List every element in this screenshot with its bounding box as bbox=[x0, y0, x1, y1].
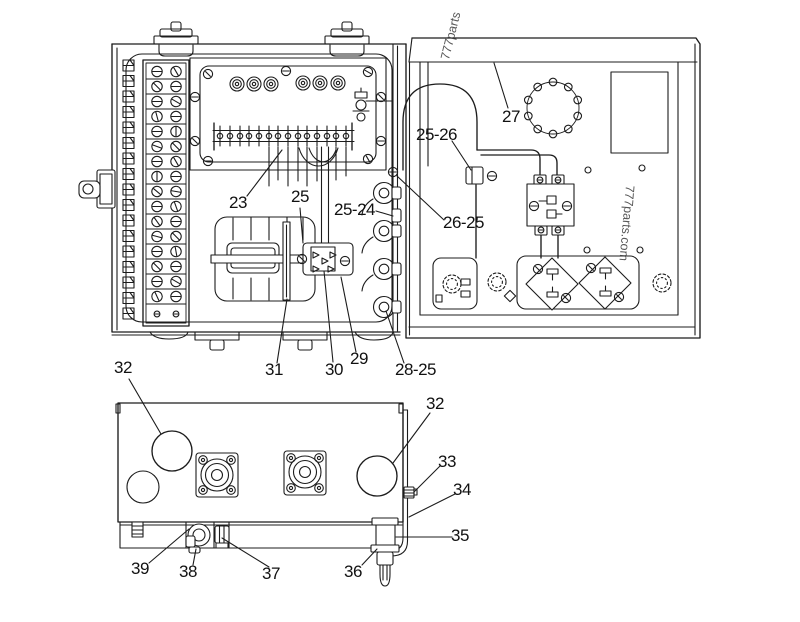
cable-holes bbox=[126, 430, 398, 504]
box-latch bbox=[78, 169, 116, 209]
callout-30: 30 bbox=[325, 360, 343, 379]
door-interior bbox=[402, 37, 701, 339]
box-bottom-view bbox=[115, 402, 418, 587]
callout-25-24: 25-24 bbox=[334, 200, 375, 219]
callout-32-left: 32 bbox=[114, 358, 132, 377]
side-screw bbox=[403, 486, 418, 499]
flange-connector-right bbox=[283, 450, 327, 496]
hinge-caps bbox=[153, 21, 370, 57]
callout-26-25: 26-25 bbox=[443, 213, 484, 232]
callout-23: 23 bbox=[229, 193, 247, 212]
callout-25-26: 25-26 bbox=[416, 125, 457, 144]
callout-38: 38 bbox=[179, 562, 197, 581]
control-module bbox=[187, 57, 393, 171]
fuse-clip-column bbox=[122, 59, 135, 320]
callout-29: 29 bbox=[350, 349, 368, 368]
callout-28-25: 28-25 bbox=[395, 360, 436, 379]
terminal-bar bbox=[212, 122, 355, 151]
drain-fitting bbox=[370, 517, 400, 587]
callout-39: 39 bbox=[131, 559, 149, 578]
callout-31: 31 bbox=[265, 360, 283, 379]
mounting-bar bbox=[282, 221, 291, 301]
grommet-column bbox=[361, 166, 402, 319]
contactor bbox=[526, 174, 575, 236]
elbow-fitting bbox=[185, 521, 230, 554]
box-feet bbox=[149, 331, 394, 351]
callout-leader-lines bbox=[128, 62, 509, 568]
callout-37: 37 bbox=[262, 564, 280, 583]
wire-bundle bbox=[268, 146, 347, 244]
door-wires bbox=[402, 61, 559, 259]
callout-27: 27 bbox=[502, 107, 520, 126]
callout-32-right: 32 bbox=[426, 394, 444, 413]
knockout-ring bbox=[523, 77, 583, 139]
door-cutout bbox=[610, 71, 669, 154]
breaker-1 bbox=[525, 257, 579, 311]
round-connectors bbox=[229, 75, 346, 92]
terminal-strip bbox=[142, 59, 190, 327]
threaded-stud bbox=[131, 521, 144, 538]
callout-36: 36 bbox=[344, 562, 362, 581]
callout-34: 34 bbox=[453, 480, 471, 499]
relay-block bbox=[294, 242, 354, 276]
cable-clamp bbox=[465, 166, 498, 185]
flange-connector-left bbox=[195, 452, 239, 498]
breaker-cluster bbox=[432, 255, 672, 311]
breaker-2 bbox=[578, 256, 632, 310]
control-box-interior bbox=[78, 21, 407, 351]
stack-component bbox=[352, 87, 393, 122]
callout-35: 35 bbox=[451, 526, 469, 545]
callout-33: 33 bbox=[438, 452, 456, 471]
callout-25: 25 bbox=[291, 187, 309, 206]
